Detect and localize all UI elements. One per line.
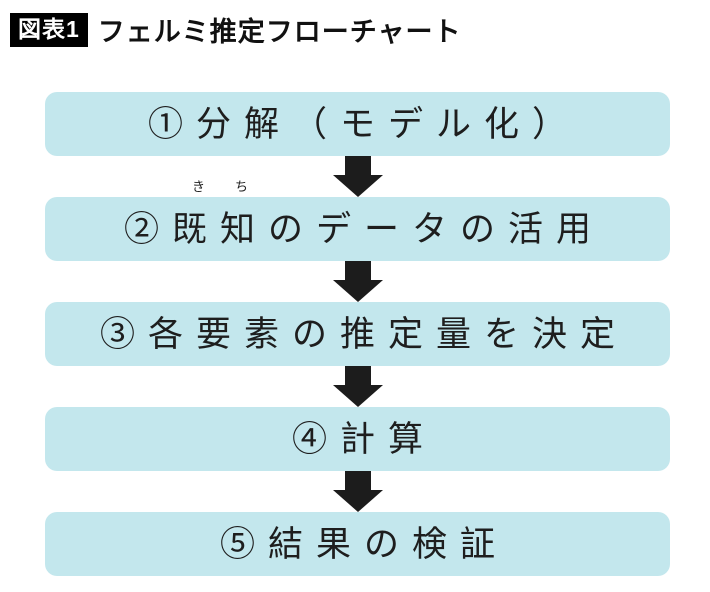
- flow-step-2-ruby: 既知きち: [171, 180, 268, 249]
- flow-step-2-ruby-base: 既知: [171, 209, 268, 249]
- arrow-stem: [344, 471, 371, 490]
- flow-step-1-label: ①分解（モデル化）: [147, 104, 580, 144]
- down-arrow-icon: [45, 471, 670, 512]
- flow-step-3: ③各要素の推定量を決定: [45, 302, 670, 366]
- furigana-kichi: きち: [191, 178, 278, 194]
- down-arrow-icon: [45, 156, 670, 197]
- flow-step-2-suffix: のデータの活用: [268, 209, 605, 249]
- arrow-head: [332, 385, 383, 407]
- arrow-head: [332, 490, 383, 512]
- flow-step-2: ②既知きちのデータの活用: [45, 180, 670, 261]
- flow-step-4-label: ④計算: [291, 419, 436, 459]
- flow-step-1: ①分解（モデル化）: [45, 92, 670, 156]
- flowchart: ①分解（モデル化） ②既知きちのデータの活用 ③各要素の推定量を決定 ④計算: [45, 92, 670, 576]
- figure-label-badge: 図表1: [10, 12, 88, 47]
- flow-step-2-prefix: ②: [123, 209, 172, 249]
- down-arrow-icon: [45, 366, 670, 407]
- flow-step-4: ④計算: [45, 407, 670, 471]
- arrow-stem: [344, 156, 371, 175]
- flow-step-5: ⑤結果の検証: [45, 512, 670, 576]
- arrow-stem: [344, 366, 371, 385]
- arrow-head: [332, 175, 383, 197]
- figure-header: 図表1 フェルミ推定フローチャート: [10, 10, 462, 49]
- flow-step-3-label: ③各要素の推定量を決定: [99, 314, 628, 354]
- flow-step-5-label: ⑤結果の検証: [219, 524, 508, 564]
- arrow-stem: [344, 261, 371, 280]
- down-arrow-icon: [45, 261, 670, 302]
- flow-step-2-label: ②既知きちのデータの活用: [111, 180, 605, 249]
- arrow-head: [332, 280, 383, 302]
- page-title: フェルミ推定フローチャート: [97, 17, 462, 47]
